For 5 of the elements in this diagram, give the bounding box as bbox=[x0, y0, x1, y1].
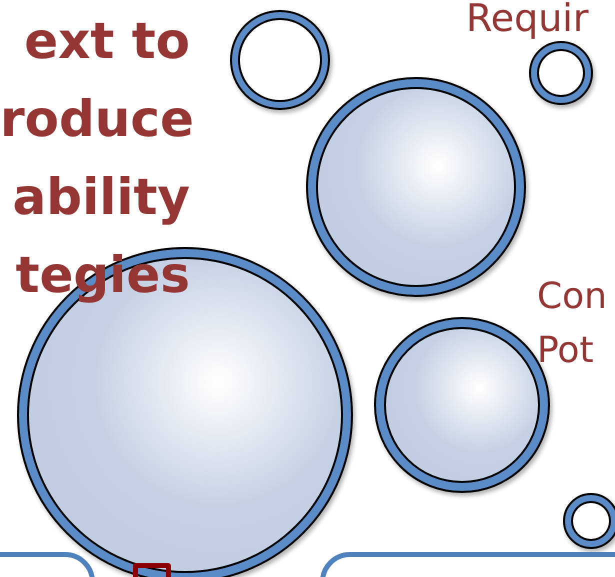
heading-text: Con Pot bbox=[537, 275, 608, 373]
ring-circle bbox=[563, 493, 615, 549]
ring-circle bbox=[230, 10, 330, 110]
heading-text: Requir bbox=[466, 0, 590, 38]
ring-circle bbox=[529, 41, 593, 105]
